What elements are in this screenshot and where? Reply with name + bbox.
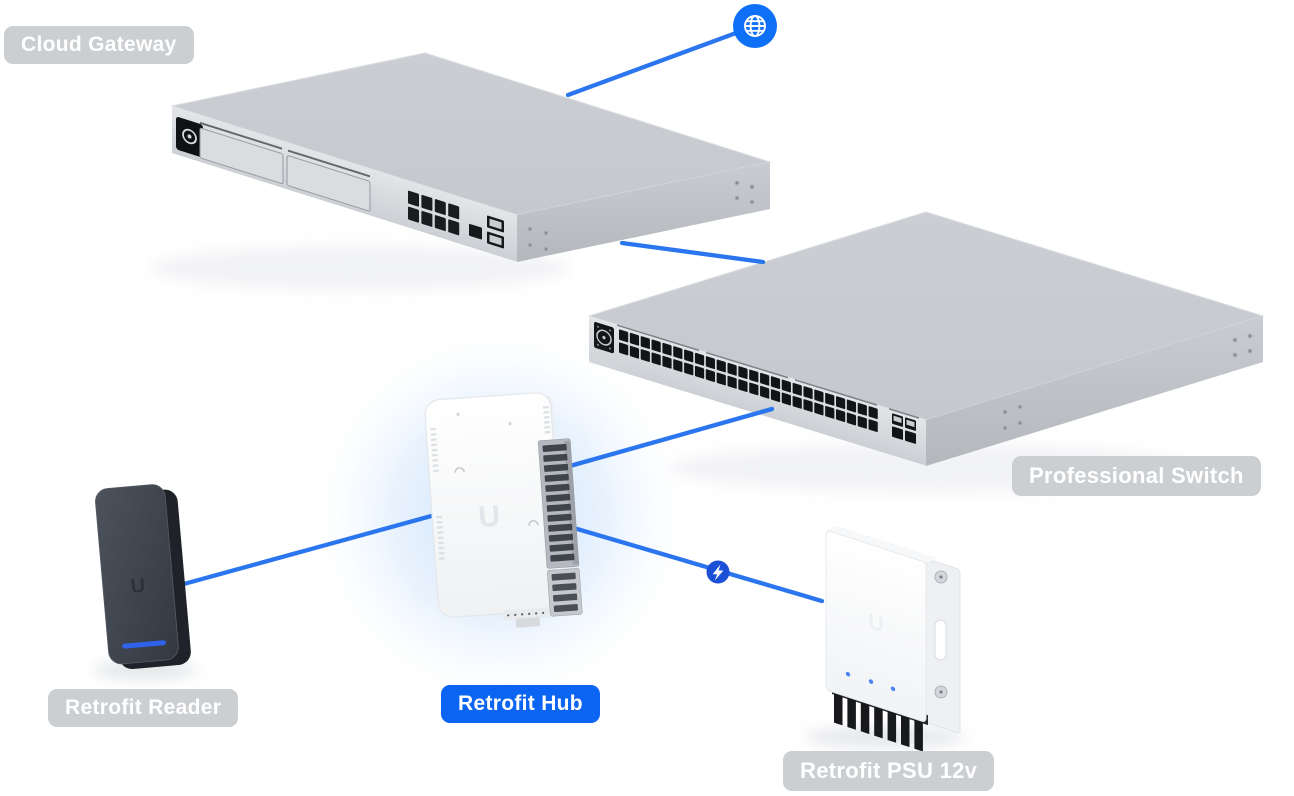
professional-switch-device <box>587 211 1265 466</box>
psu-logo: U <box>868 608 884 638</box>
label-retrofit-hub[interactable]: Retrofit Hub <box>441 685 600 723</box>
reader-led <box>122 640 166 649</box>
internet-badge <box>733 4 777 48</box>
switch-ethernet-ports <box>619 329 878 433</box>
gateway-sfp-ports <box>469 215 504 249</box>
retrofit-reader-device: U <box>95 484 191 670</box>
switch-sfp-ports <box>892 413 916 444</box>
label-retrofit-reader[interactable]: Retrofit Reader <box>48 689 239 727</box>
line-hub-psu <box>571 525 825 604</box>
line-switch-hub <box>567 406 775 469</box>
power-badge <box>706 560 730 584</box>
gateway-drive-bays <box>199 121 371 212</box>
retrofit-hub-device: U <box>424 392 583 628</box>
label-cloud-gateway[interactable]: Cloud Gateway <box>4 26 194 64</box>
hub-bottom-connector <box>503 607 550 628</box>
hub-logo: U <box>477 500 501 534</box>
psu-leds <box>845 671 896 692</box>
label-retrofit-psu-12v[interactable]: Retrofit PSU 12v <box>783 751 995 791</box>
line-gateway-switch <box>619 240 766 265</box>
hub-vents <box>430 406 551 560</box>
psu-heatsink <box>834 688 923 752</box>
line-gateway-internet <box>565 23 758 98</box>
hub-terminal-block <box>537 438 583 617</box>
retrofit-psu-device: U <box>825 525 961 752</box>
globe-icon <box>744 15 766 37</box>
reader-logo: U <box>130 575 146 598</box>
connection-lines <box>159 23 825 604</box>
label-professional-switch[interactable]: Professional Switch <box>1012 456 1261 496</box>
gateway-screws <box>527 180 755 252</box>
gateway-display <box>176 117 203 157</box>
psu-mounting-flange <box>934 570 948 699</box>
line-hub-reader <box>159 509 449 593</box>
gateway-ethernet-ports <box>408 190 460 236</box>
switch-screws <box>1002 333 1253 431</box>
lightning-icon <box>712 564 724 581</box>
cloud-gateway-device <box>170 52 772 262</box>
switch-port-group-lines <box>617 324 919 419</box>
